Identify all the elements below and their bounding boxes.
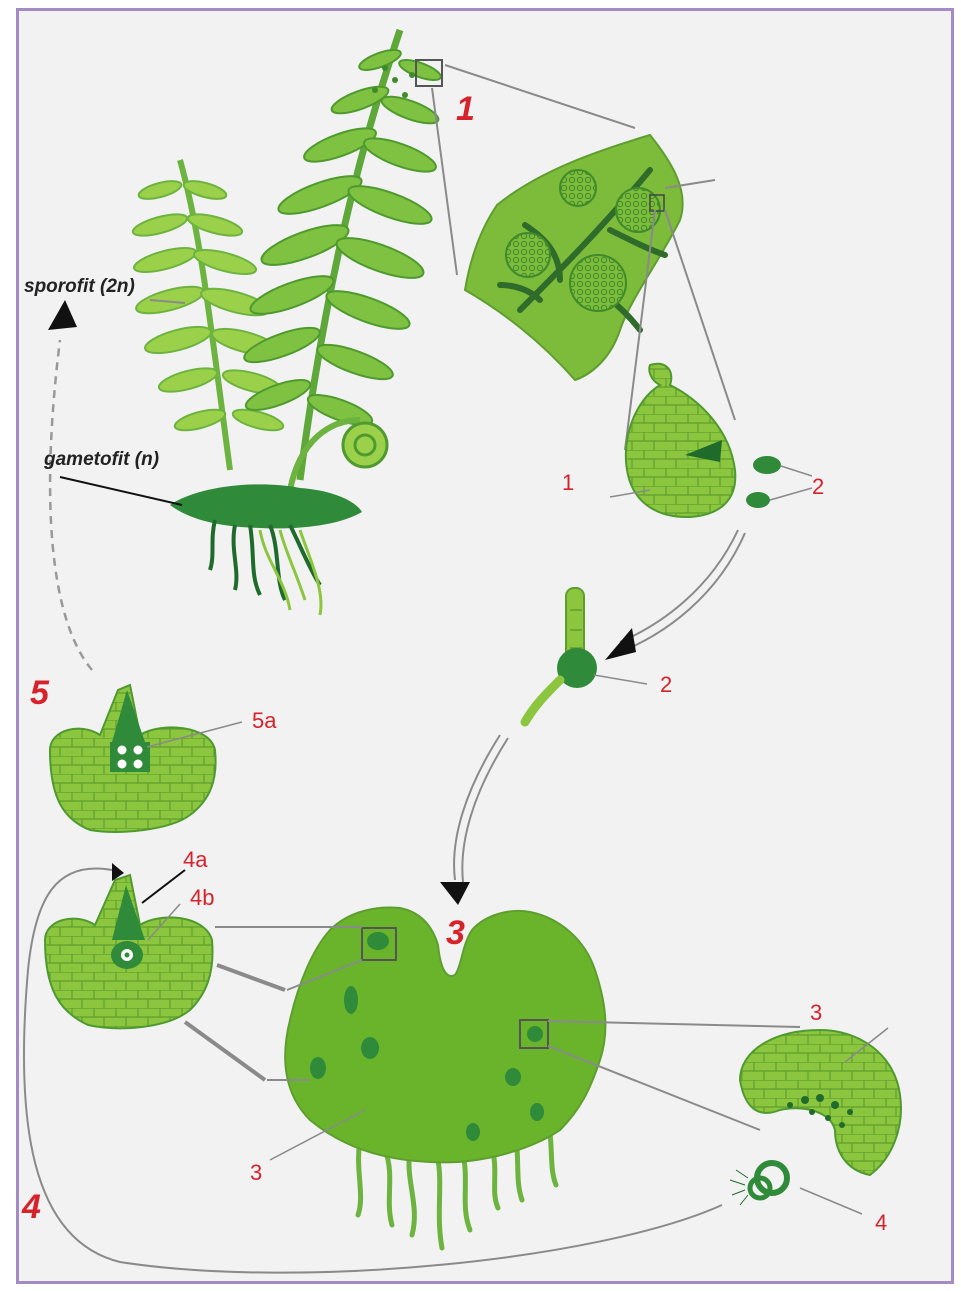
sperm-label: 4 (875, 1210, 887, 1235)
stage-5-label: 5 (30, 674, 50, 712)
sperm-cell (730, 1163, 862, 1214)
gametofit-label: gametofit (n) (43, 449, 159, 470)
antheridium-label: 3 (810, 1000, 822, 1025)
prothallus (185, 907, 800, 1248)
sporangium-label: 1 (562, 470, 574, 495)
archegonium-with-egg (45, 870, 213, 1028)
stage-4-label: 4 (21, 1188, 41, 1226)
archegonium-4a-label: 4a (183, 847, 208, 872)
arrow-zygote-to-sporophyte (48, 300, 92, 670)
archegonium-4b-label: 4b (190, 885, 214, 910)
archegonium-with-zygote (50, 685, 242, 832)
germinating-spore-label: 2 (660, 672, 672, 697)
antheridium (740, 1028, 901, 1175)
germinating-spore (525, 588, 647, 722)
prothallus-label: 3 (250, 1160, 262, 1185)
gametofit-pointer (60, 477, 182, 505)
sporophyte-fern (131, 30, 443, 490)
stage-1-label: 1 (456, 90, 475, 128)
sporofit-label: sporofit (2n) (24, 276, 135, 297)
archegonium-5a-label: 5a (252, 708, 277, 733)
spore-label: 2 (812, 474, 824, 499)
arrow-germination-to-prothallus (440, 735, 508, 905)
gametophyte-base (170, 484, 362, 615)
arrow-spores-to-germination (605, 530, 745, 660)
stage-3-label: 3 (446, 914, 465, 952)
sporangium (610, 364, 812, 517)
